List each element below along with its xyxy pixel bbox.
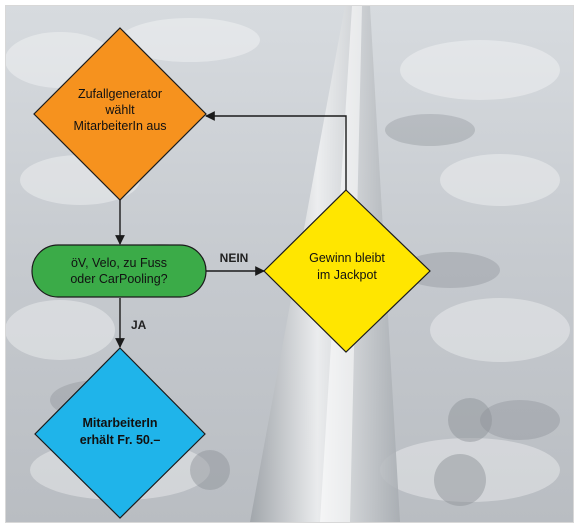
node-reward: MitarbeiterIn erhält Fr. 50.– <box>34 347 206 519</box>
node-random-generator: Zufallgenerator wählt MitarbeiterIn aus <box>33 27 207 201</box>
reward-line2: erhält Fr. 50.– <box>80 433 161 447</box>
figure-border <box>5 5 574 523</box>
yellow-diamond-shape <box>263 189 431 353</box>
jackpot-line1: Gewinn bleibt <box>309 251 385 265</box>
random-generator-line1: Zufallgenerator <box>78 87 162 101</box>
edge-jackpot-to-generator <box>205 111 347 190</box>
edge-label-yes: JA <box>131 318 147 332</box>
random-generator-line2: wählt <box>104 103 135 117</box>
node-commute-check: öV, Velo, zu Fuss oder CarPooling? <box>31 244 207 298</box>
connectors <box>115 111 347 348</box>
green-pill-shape <box>31 244 207 298</box>
jackpot-line2: im Jackpot <box>317 268 377 282</box>
edge-label-no: NEIN <box>220 251 249 265</box>
commute-check-line2: oder CarPooling? <box>70 272 167 286</box>
random-generator-line3: MitarbeiterIn aus <box>73 119 166 133</box>
orange-diamond-shape <box>33 27 207 201</box>
commute-check-line1: öV, Velo, zu Fuss <box>71 256 167 270</box>
blue-diamond-shape <box>34 347 206 519</box>
reward-line1: MitarbeiterIn <box>82 416 157 430</box>
node-jackpot: Gewinn bleibt im Jackpot <box>263 189 431 353</box>
